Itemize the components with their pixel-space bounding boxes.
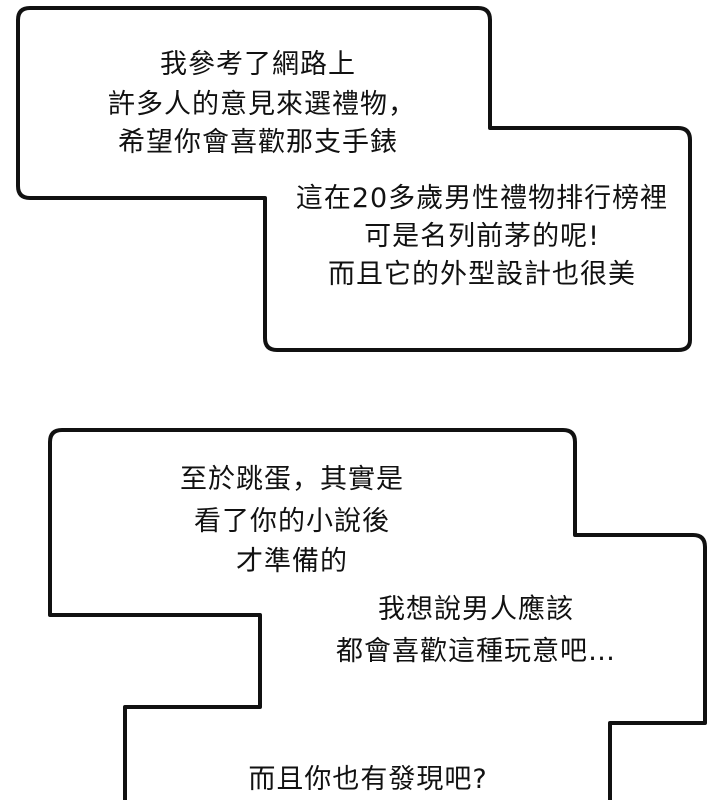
dialogue-line: 許多人的意見來選禮物， — [108, 89, 416, 120]
dialogue-line: 才準備的 — [236, 546, 348, 577]
speech-bubble-2-outline — [48, 428, 707, 800]
dialogue-line: 希望你會喜歡那支手錶 — [118, 127, 398, 158]
dialogue-line: 我想說男人應該 — [378, 594, 574, 625]
dialogue-line: 而且它的外型設計也很美 — [328, 259, 636, 290]
dialogue-line: 都會喜歡這種玩意吧… — [336, 636, 616, 667]
dialogue-line: 這在20多歲男性禮物排行榜裡 — [295, 183, 669, 214]
dialogue-line: 而且你也有發現吧? — [248, 764, 488, 795]
dialogue-line: 我參考了網路上 — [160, 49, 356, 80]
dialogue-line: 看了你的小說後 — [194, 506, 390, 537]
dialogue-line: 至於跳蛋，其實是 — [180, 464, 404, 495]
dialogue-line: 可是名列前茅的呢! — [364, 221, 600, 252]
speech-bubble-1-outline — [16, 6, 692, 352]
